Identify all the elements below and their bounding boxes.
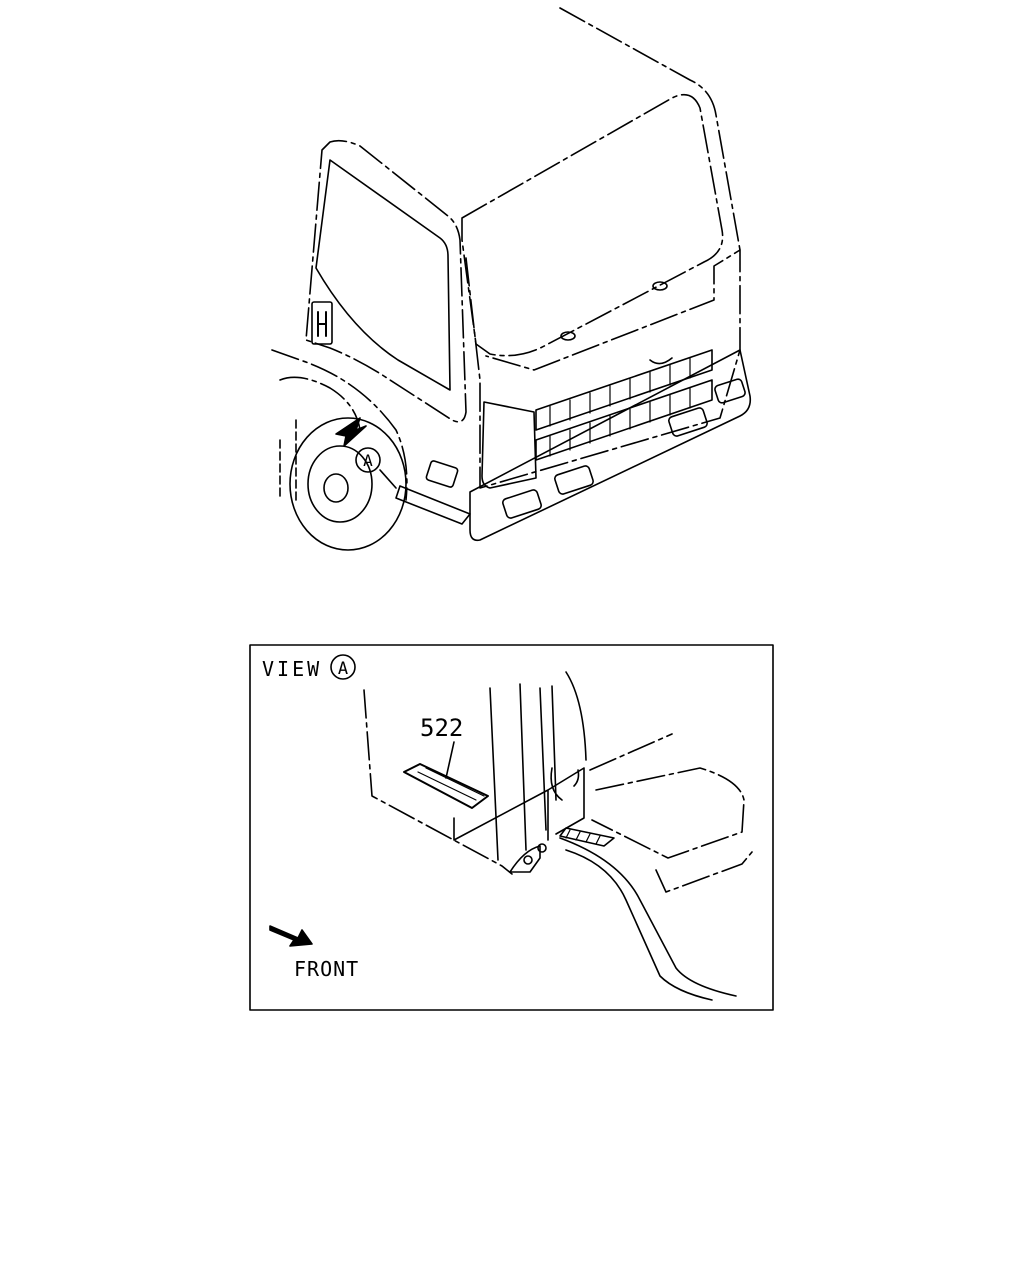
view-a-detail [249, 644, 774, 1011]
sill-curve-inner [565, 849, 713, 1001]
bumper [469, 349, 752, 542]
view-marker: A [338, 659, 348, 679]
emblem [649, 357, 673, 365]
view-title: VIEW [262, 657, 322, 681]
bracket-foot [509, 845, 541, 873]
washer-nozzle-left [560, 331, 576, 341]
windshield [461, 93, 724, 357]
grille-slats [549, 357, 691, 457]
step-pad-ribs [417, 767, 485, 801]
side-badge-mark [317, 311, 327, 337]
sill-curve [559, 837, 737, 997]
grille-upper [535, 349, 713, 431]
bracket [453, 767, 585, 841]
door-panel [363, 689, 513, 875]
front-arrow [269, 925, 313, 947]
fender [271, 349, 408, 501]
side-badge [311, 301, 333, 345]
roof-line [559, 7, 741, 251]
cab-lower [655, 851, 753, 893]
callout-circle [355, 447, 381, 473]
front-face [465, 249, 741, 489]
bolt-1 [523, 855, 533, 865]
part-number: 522 [420, 714, 463, 742]
side-marker [425, 460, 459, 488]
mudflap [279, 419, 297, 501]
grille-lower [535, 379, 713, 461]
bumper-lamp-3 [668, 407, 708, 437]
pillar-top [565, 671, 587, 761]
front-wheel [289, 417, 407, 551]
pillar [489, 683, 557, 861]
view-direction-arrow [335, 417, 367, 447]
view-marker-circle [330, 654, 356, 680]
view-frame [249, 644, 774, 1011]
bumper-lamp-4 [714, 378, 746, 404]
cab-body [589, 733, 745, 859]
handle-recess [550, 767, 580, 801]
bumper-lamp-1 [502, 489, 542, 519]
front-label: FRONT [294, 957, 359, 981]
door-window [315, 159, 451, 391]
truck-cab-illustration [271, 7, 752, 551]
step-hatch [565, 829, 601, 845]
bolt-2 [537, 843, 547, 853]
callout-marker: A [363, 451, 373, 470]
step-surface [559, 827, 615, 847]
step-panel [395, 485, 471, 525]
callout-leader [379, 469, 397, 489]
bumper-lamp-2 [554, 465, 594, 495]
headlight [481, 401, 537, 489]
washer-nozzle-right [652, 281, 668, 291]
front-wheel-hub [323, 473, 349, 503]
front-wheel-rim [307, 445, 373, 523]
step-pad-522 [403, 763, 489, 809]
part-leader-line [445, 741, 455, 779]
door-outline [305, 139, 467, 423]
